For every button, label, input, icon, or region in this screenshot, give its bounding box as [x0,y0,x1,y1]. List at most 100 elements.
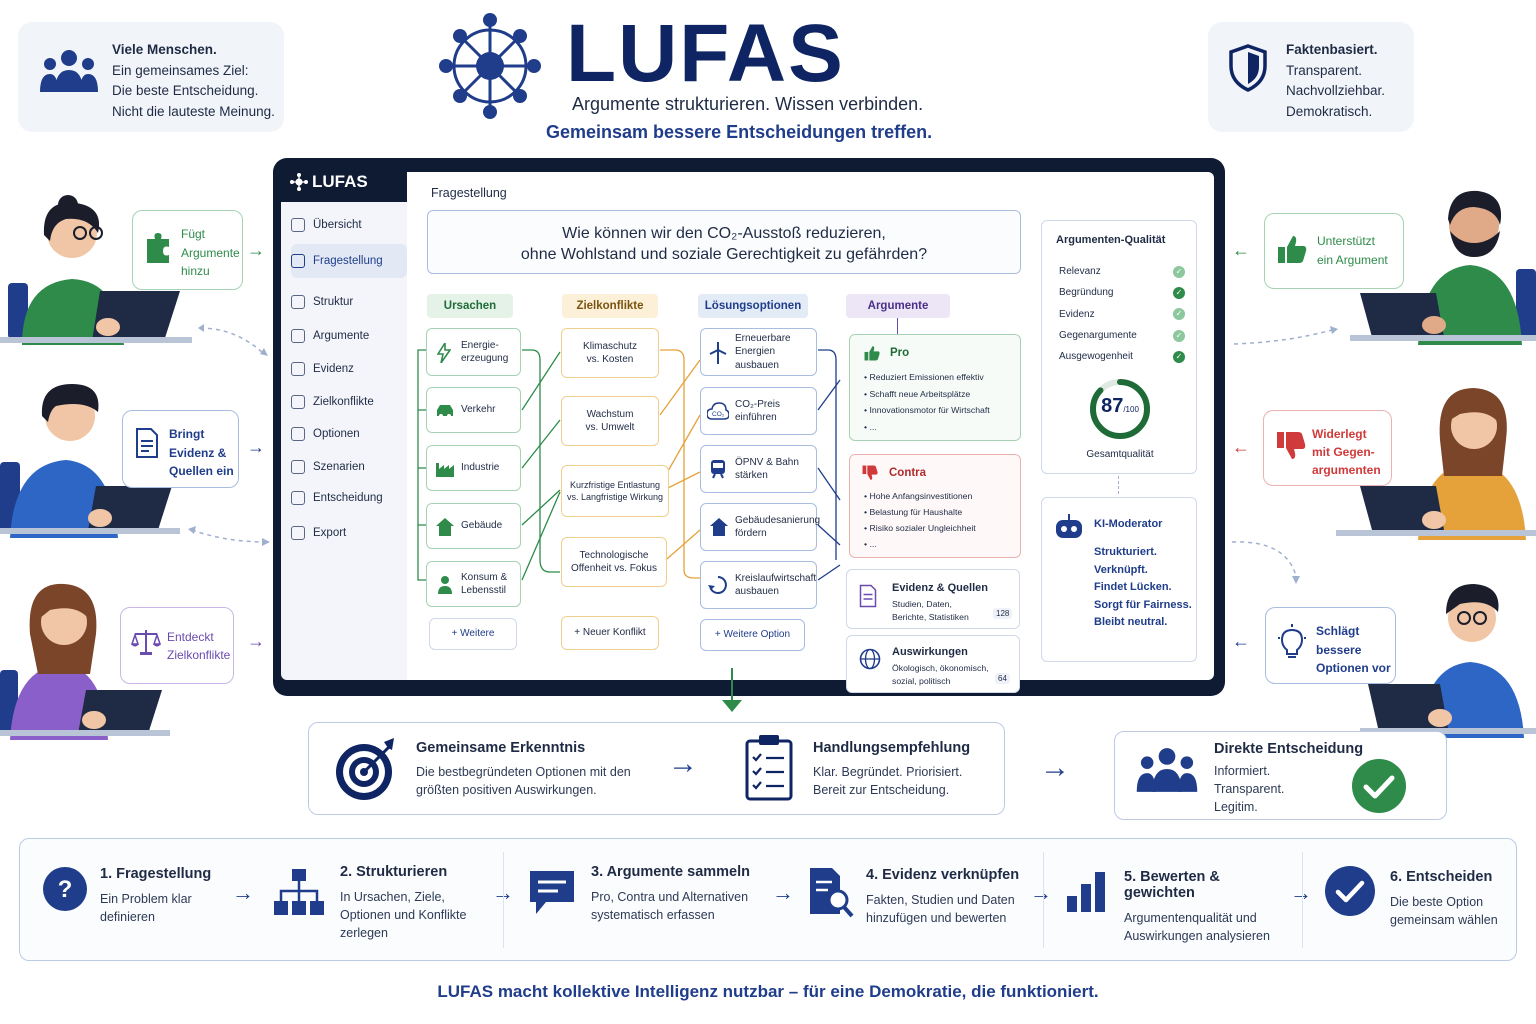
sidebar-item-entscheidung[interactable]: Entscheidung [291,481,407,515]
pro-card[interactable]: Pro • Reduziert Emissionen effektiv • Sc… [849,334,1021,441]
contra-item: • Risiko sozialer Ungleichheit [864,523,976,533]
option-label-5b: ausbauen [735,586,779,597]
outcome-2-line-1: Klar. Begründet. Priorisiert. [813,765,963,779]
sidebar-item-argumente[interactable]: Argumente [291,319,407,353]
app-logo[interactable]: LUFAS [290,172,368,192]
sidebar-item-label: Entscheidung [313,492,383,504]
left-action-1-line-1: Fügt [181,227,206,241]
sidebar-item-fragestellung[interactable]: Fragestellung [291,244,407,278]
left-action-3-line-1: Entdeckt [167,630,214,644]
sidebar-item-szenarien[interactable]: Szenarien [291,450,407,484]
add-conflict-button[interactable]: + Neuer Konflikt [561,616,659,650]
clipboard-checklist-icon [745,735,793,801]
outcome-1-title: Gemeinsame Erkenntnis [416,740,586,756]
step-2-title: 2. Strukturieren [340,864,448,880]
sidebar-item-zielkonflikte[interactable]: Zielkonflikte [291,385,407,419]
step-4-title: 4. Evidenz verknüpfen [866,867,1020,883]
check-icon: ✓ [1173,265,1185,278]
action-card-better-options: Schlägt bessere Optionen vor [1265,607,1396,684]
top-left-line-2: Ein gemeinsames Ziel: [112,62,249,78]
option-label-1a: Erneuerbare [735,332,791,344]
cause-node-traffic[interactable]: Verkehr [426,387,521,433]
top-right-line-4: Demokratisch. [1286,103,1373,119]
check-icon: ✓ [1173,286,1185,299]
step-5-line-2: Auswirkungen analysieren [1124,929,1270,943]
right-action-3-line-2: bessere [1316,642,1362,657]
sidebar-item-label: Evidenz [313,363,354,375]
network-small-icon [290,173,308,191]
sidebar-item-evidenz[interactable]: Evidenz [291,352,407,386]
question-box[interactable]: Wie können wir den CO₂-Ausstoß reduziere… [427,210,1021,274]
cause-node-industry[interactable]: Industrie [426,445,521,491]
cause-node-energy[interactable]: Energie-erzeugung [426,328,521,376]
top-right-line-2: Transparent. [1286,62,1363,78]
arrow-right-icon: → [668,747,698,780]
robot-icon [1056,514,1082,538]
sidebar-item-optionen[interactable]: Optionen [291,417,407,451]
question-line-1: Wie können wir den CO₂-Ausstoß reduziere… [562,225,886,242]
contra-item: • ... [864,539,877,549]
moderator-line-1: Strukturiert. [1094,546,1157,558]
right-action-1-line-2: ein Argument [1317,252,1388,267]
step-2-line-3: zerlegen [340,926,388,940]
contra-title: Contra [889,467,927,479]
svg-text:CO₂: CO₂ [712,411,725,418]
action-card-add-arguments: Fügt Argumente hinzu [132,210,243,290]
check-circle-icon [1352,759,1406,813]
option-label-3a: ÖPNV & Bahn [735,456,799,468]
process-steps-bar [19,838,1517,961]
arrow-left-icon: ← [1232,631,1250,651]
add-option-button[interactable]: + Weitere Option [700,619,805,651]
step-3-line-1: Pro, Contra und Alternativen [591,890,749,904]
add-cause-button[interactable]: + Weitere [429,618,517,650]
divider [503,852,504,948]
right-action-3-line-1: Schlägt [1316,624,1360,638]
bar-chart-icon [1067,872,1105,912]
step-5: 5. Bewerten & gewichten Argumentenqualit… [1124,869,1294,945]
quality-row: Relevanz✓ [1059,261,1185,282]
cause-label-5b: Lebensstil [461,585,507,596]
house-icon [710,518,728,536]
question-line-2: ohne Wohlstand und soziale Gerechtigkeit… [520,246,928,263]
person-man-beard-illustration [1350,190,1536,345]
sidebar-item-export[interactable]: Export [291,516,407,550]
impacts-card[interactable]: Auswirkungen Ökologisch, ökonomisch, soz… [846,635,1020,693]
sidebar-item-uebersicht[interactable]: Übersicht [291,208,407,242]
question-circle-icon: ? [43,867,87,911]
connector-down [731,668,733,706]
outcome-3-line-3: Legitim. [1214,800,1258,814]
cause-label-1a: Energie- [461,339,499,351]
cause-node-buildings[interactable]: Gebäude [426,503,521,549]
person-woman-purple-illustration [0,583,170,740]
lightbulb-icon [1278,624,1306,658]
step-2: 2. Strukturieren In Ursachen, Ziele,Opti… [340,864,490,942]
score-gauge-arc [1090,379,1150,439]
globe-icon [859,648,881,670]
cause-node-consumption[interactable]: Konsum &Lebensstil [426,561,521,607]
left-action-1-line-3: hinzu [181,264,210,278]
sidebar-item-label: Szenarien [313,461,365,473]
scenario-icon [291,460,305,474]
conflict-label-2a: Wachstum [586,408,634,420]
chat-bubble-icon [530,871,574,914]
sidebar-item-struktur[interactable]: Struktur [291,285,407,319]
person-icon [438,576,452,594]
step-6-line-2: gemeinsam wählen [1390,913,1498,927]
evidence-card[interactable]: Evidenz & Quellen Studien, Daten, Berich… [846,569,1020,629]
step-3-title: 3. Argumente sammeln [591,864,751,880]
conflict-label-4a: Technologische [579,549,649,561]
arrow-left-icon: ← [1232,437,1250,457]
outcome-2-line-2: Bereit zur Entscheidung. [813,783,950,797]
contra-card[interactable]: Contra • Hohe Anfangsinvestitionen • Bel… [849,454,1021,558]
outcome-2-title: Handlungsempfehlung [813,740,971,756]
outcome-3-line-1: Informiert. [1214,764,1271,778]
